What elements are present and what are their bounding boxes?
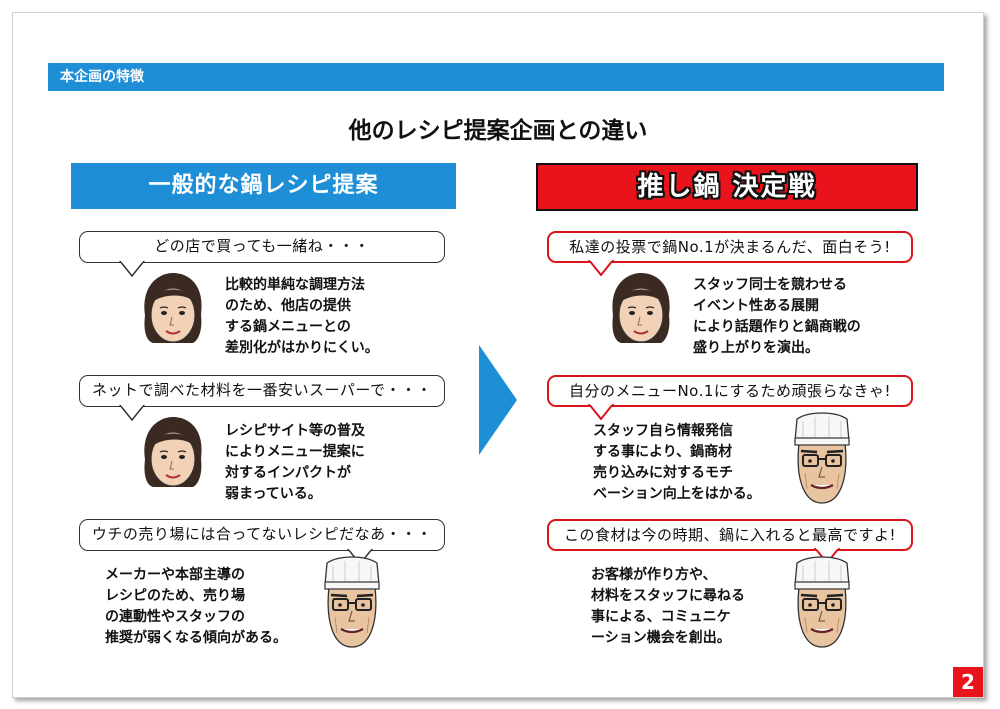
left-bubble-text-3: ウチの売り場には合ってないレシピだなあ・・・ bbox=[91, 525, 433, 543]
woman-face-icon bbox=[137, 271, 209, 355]
chef-face-icon bbox=[785, 411, 859, 511]
desc-line: 推奨が弱くなる傾向がある。 bbox=[105, 630, 287, 646]
desc-line: する事により、鍋商材 bbox=[593, 444, 733, 460]
desc-line: ーション機会を創出。 bbox=[591, 630, 731, 646]
chef-face-icon bbox=[315, 555, 389, 655]
desc-line: 比較的単純な調理方法 bbox=[225, 277, 365, 293]
desc-line: 差別化がはかりにくい。 bbox=[225, 340, 379, 356]
desc-line: 材料をスタッフに尋ねる bbox=[591, 588, 745, 604]
desc-line: レシピのため、売り場 bbox=[105, 588, 245, 604]
right-speech-bubble-3: この食材は今の時期、鍋に入れると最高ですよ! bbox=[547, 519, 913, 564]
left-bubble-text-1: どの店で買っても一緒ね・・・ bbox=[154, 237, 370, 255]
right-speech-bubble-2: 自分のメニューNo.1にするため頑張らなきゃ! bbox=[547, 375, 913, 420]
right-description-3: お客様が作り方や、 材料をスタッフに尋ねる 事による、コミュニケ ーション機会を… bbox=[591, 565, 745, 649]
desc-line: レシピサイト等の普及 bbox=[225, 423, 365, 439]
right-column-header: 推し鍋 決定戦 bbox=[536, 163, 918, 211]
desc-line: イベント性ある展開 bbox=[693, 298, 819, 314]
desc-line: 売り込みに対するモチ bbox=[593, 465, 733, 481]
bubble-tail-icon bbox=[587, 260, 615, 276]
woman-face-icon bbox=[137, 415, 209, 499]
bubble-tail-icon bbox=[813, 548, 841, 564]
arrow-right-icon bbox=[479, 345, 517, 455]
left-speech-bubble-2: ネットで調べた材料を一番安いスーパーで・・・ bbox=[79, 375, 445, 421]
desc-line: する鍋メニューとの bbox=[225, 319, 351, 335]
bubble-tail-icon bbox=[119, 261, 145, 277]
right-description-1: スタッフ同士を競わせる イベント性ある展開 により話題作りと鍋商戦の 盛り上がり… bbox=[693, 275, 861, 359]
section-label-bar: 本企画の特徴 bbox=[48, 63, 944, 91]
desc-line: メーカーや本部主導の bbox=[105, 567, 245, 583]
left-speech-bubble-3: ウチの売り場には合ってないレシピだなあ・・・ bbox=[79, 519, 445, 565]
left-bubble-text-2: ネットで調べた材料を一番安いスーパーで・・・ bbox=[92, 381, 432, 399]
desc-line: 盛り上がりを演出。 bbox=[693, 340, 819, 356]
left-description-2: レシピサイト等の普及 によりメニュー提案に 対するインパクトが 弱まっている。 bbox=[225, 421, 365, 505]
left-column-header: 一般的な鍋レシピ提案 bbox=[71, 163, 456, 209]
right-bubble-text-1: 私達の投票で鍋No.1が決まるんだ、面白そう! bbox=[569, 238, 891, 256]
bubble-tail-icon bbox=[587, 404, 615, 420]
left-speech-bubble-1: どの店で買っても一緒ね・・・ bbox=[79, 231, 445, 277]
desc-line: スタッフ同士を競わせる bbox=[693, 277, 847, 293]
woman-face-icon bbox=[605, 271, 677, 355]
right-bubble-text-3: この食材は今の時期、鍋に入れると最高ですよ! bbox=[563, 526, 896, 544]
desc-line: スタッフ自ら情報発信 bbox=[593, 423, 733, 439]
left-description-3: メーカーや本部主導の レシピのため、売り場 の連動性やスタッフの 推奨が弱くなる… bbox=[105, 565, 287, 649]
page-number-badge: 2 bbox=[953, 667, 983, 697]
desc-line: お客様が作り方や、 bbox=[591, 567, 717, 583]
document-page: 本企画の特徴 他のレシピ提案企画との違い 一般的な鍋レシピ提案 推し鍋 決定戦 … bbox=[12, 12, 984, 698]
desc-line: 対するインパクトが bbox=[225, 465, 351, 481]
desc-line: 弱まっている。 bbox=[225, 486, 322, 502]
desc-line: の連動性やスタッフの bbox=[105, 609, 245, 625]
desc-line: 事による、コミュニケ bbox=[591, 609, 731, 625]
desc-line: により話題作りと鍋商戦の bbox=[693, 319, 861, 335]
bubble-tail-icon bbox=[119, 405, 145, 421]
desc-line: ベーション向上をはかる。 bbox=[593, 486, 761, 502]
chef-face-icon bbox=[785, 555, 859, 655]
right-speech-bubble-1: 私達の投票で鍋No.1が決まるんだ、面白そう! bbox=[547, 231, 913, 276]
page-title: 他のレシピ提案企画との違い bbox=[348, 118, 648, 144]
left-description-1: 比較的単純な調理方法 のため、他店の提供 する鍋メニューとの 差別化がはかりにく… bbox=[225, 275, 379, 359]
right-bubble-text-2: 自分のメニューNo.1にするため頑張らなきゃ! bbox=[568, 382, 892, 400]
right-description-2: スタッフ自ら情報発信 する事により、鍋商材 売り込みに対するモチ ベーション向上… bbox=[593, 421, 761, 505]
right-column-header-text: 推し鍋 決定戦 bbox=[637, 172, 817, 202]
desc-line: によりメニュー提案に bbox=[225, 444, 365, 460]
desc-line: のため、他店の提供 bbox=[225, 298, 351, 314]
